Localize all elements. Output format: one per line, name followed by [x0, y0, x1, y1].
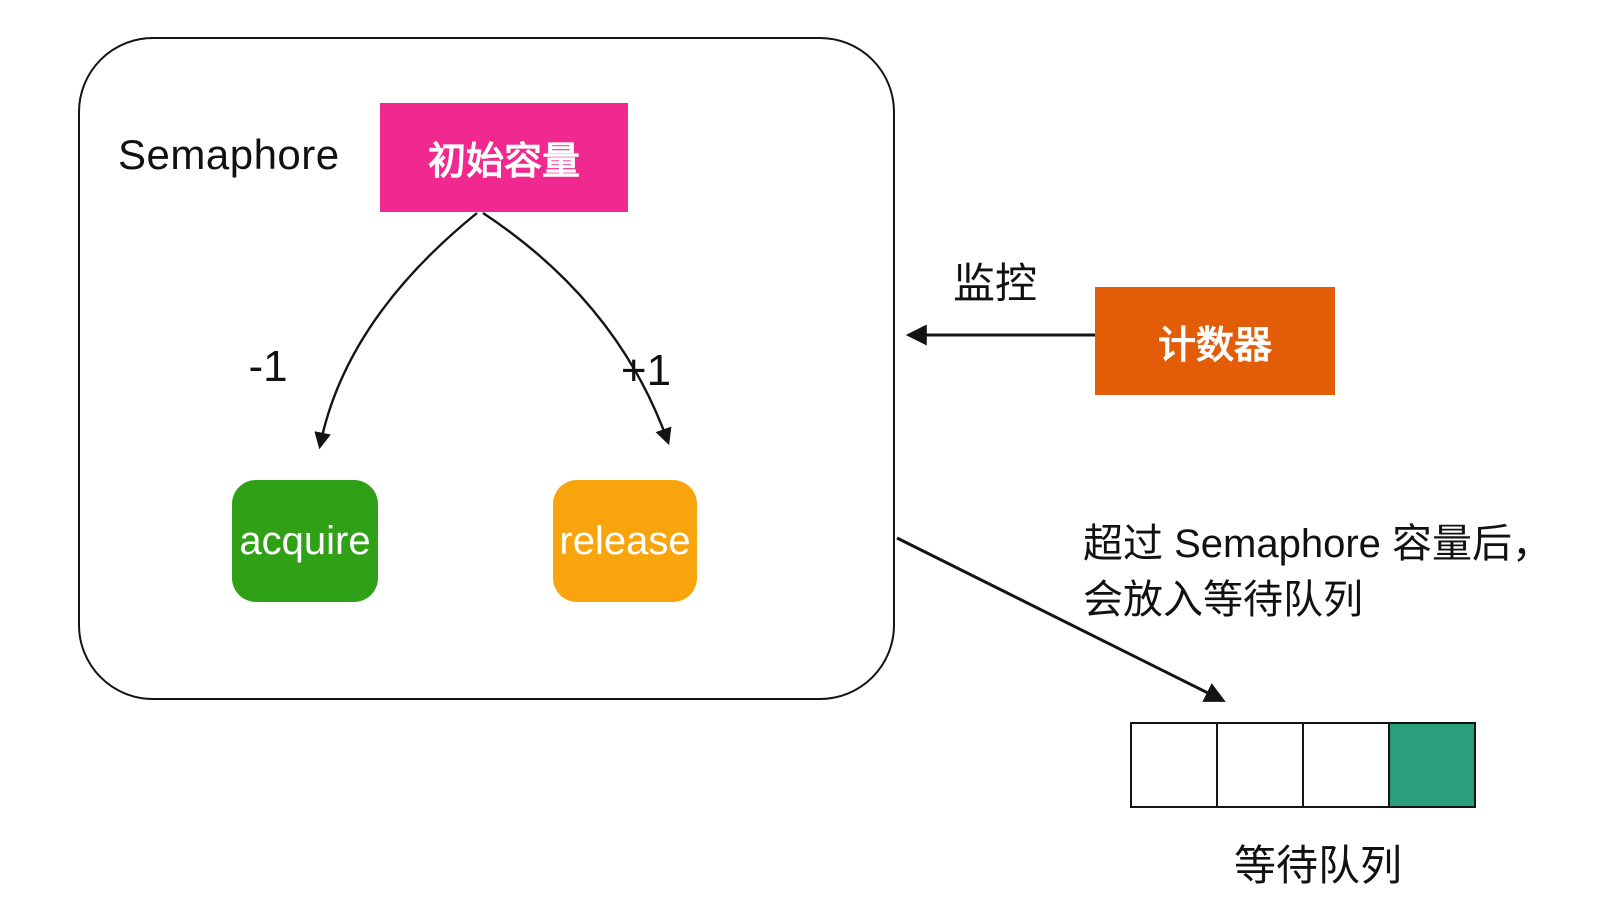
monitor-arrow-label: 监控 [952, 260, 1037, 307]
counter-label: 计数器 [1157, 324, 1272, 367]
release-box: release [553, 480, 697, 602]
overflow-note: 超过 Semaphore 容量后， 会放入等待队列 [1083, 516, 1552, 628]
queue-cell-filled [1388, 722, 1476, 808]
semaphore-container [78, 37, 895, 700]
overflow-note-line2: 会放入等待队列 [1083, 578, 1363, 622]
counter-box: 计数器 [1095, 287, 1335, 395]
semaphore-title: Semaphore [118, 131, 340, 178]
decrement-label: -1 [248, 342, 288, 391]
increment-label: +1 [620, 346, 672, 395]
acquire-box: acquire [232, 480, 378, 602]
queue-cell-empty [1302, 722, 1390, 808]
overflow-note-line1: 超过 Semaphore 容量后， [1083, 522, 1553, 566]
wait-queue [1130, 722, 1476, 808]
acquire-label: acquire [239, 518, 371, 563]
queue-cell-empty [1216, 722, 1304, 808]
wait-queue-label: 等待队列 [1233, 842, 1402, 889]
release-label: release [559, 518, 691, 563]
queue-cell-empty [1130, 722, 1218, 808]
initial-capacity-box: 初始容量 [380, 103, 628, 212]
initial-capacity-label: 初始容量 [427, 141, 580, 183]
